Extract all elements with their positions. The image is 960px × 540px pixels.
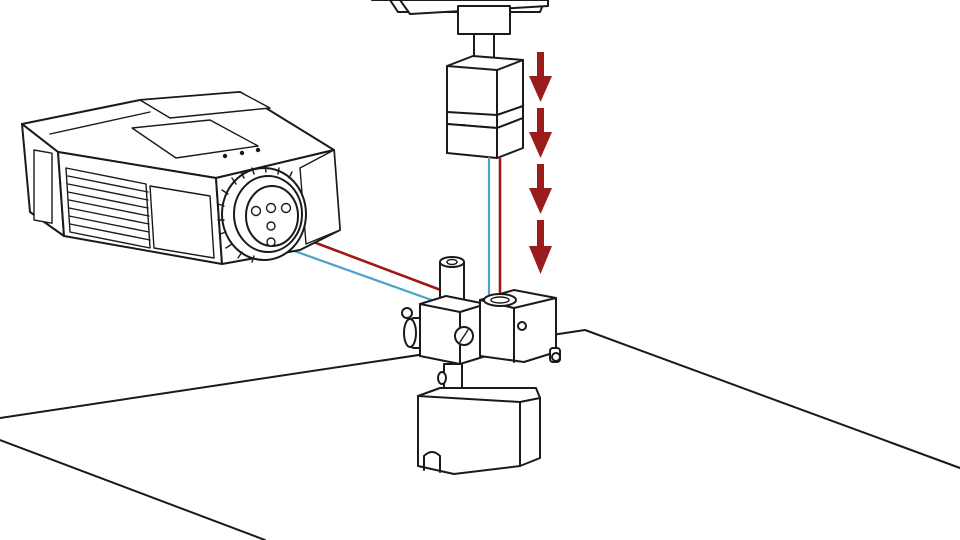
force-arrow-2: [529, 108, 552, 158]
force-arrow-3: [529, 164, 552, 214]
mounting-block: [401, 256, 561, 397]
laser-sensor-head: [21, 91, 341, 265]
beam-return-horizontal: [270, 241, 442, 305]
force-arrow-1: [529, 52, 552, 102]
machine-spindle: [371, 0, 549, 159]
table-surface: [0, 329, 960, 540]
tripod-stand: [417, 387, 541, 475]
force-arrows: [529, 52, 552, 274]
force-arrow-4: [529, 220, 552, 274]
